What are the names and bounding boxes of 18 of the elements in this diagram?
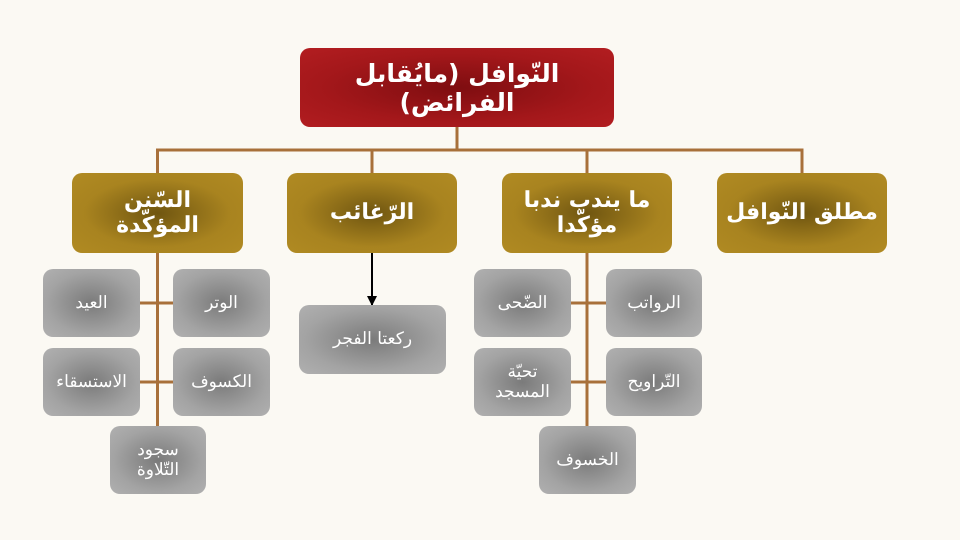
item-box: الضّحى — [474, 269, 571, 337]
item-box: الخسوف — [539, 426, 636, 494]
connector-line — [156, 127, 458, 173]
item-box: سجود التّلاوة — [110, 426, 206, 494]
category-box: مطلق النّوافل — [717, 173, 887, 253]
item-box: ركعتا الفجر — [299, 305, 446, 374]
item-box: الرواتب — [606, 269, 702, 337]
title-box: النّوافل (مايُقابل الفرائض) — [300, 48, 614, 127]
item-box: التّراويح — [606, 348, 702, 416]
item-box: العيد — [43, 269, 140, 337]
item-box: الكسوف — [173, 348, 270, 416]
item-box: الاستسقاء — [43, 348, 140, 416]
item-box: الوتر — [173, 269, 270, 337]
item-box: تحيّة المسجد — [474, 348, 571, 416]
category-box: السّنن المؤكّدة — [72, 173, 243, 253]
arrow — [367, 253, 377, 306]
category-box: الرّغائب — [287, 173, 457, 253]
category-box: ما يندب ندبا مؤكّدا — [502, 173, 672, 253]
